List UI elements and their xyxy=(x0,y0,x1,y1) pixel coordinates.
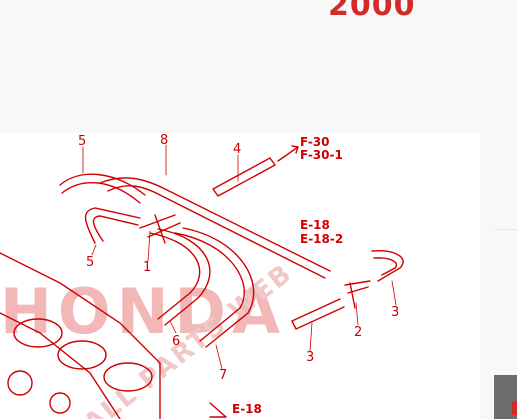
label-1: 1 xyxy=(143,260,151,275)
label-6: 6 xyxy=(172,334,180,349)
ref-f30: F-30 xyxy=(300,135,330,149)
label-2: 2 xyxy=(354,325,362,340)
hose-7 xyxy=(174,232,245,342)
hose-6-outline xyxy=(157,228,211,326)
label-8: 8 xyxy=(160,133,168,148)
hose-4 xyxy=(212,157,276,197)
hose-5-lower-outline xyxy=(92,215,139,242)
ref-f30-1: F-30-1 xyxy=(300,148,343,162)
arrow-e18-bottom xyxy=(209,402,227,418)
joint-2 xyxy=(344,280,371,309)
hose-5-lower xyxy=(84,207,141,244)
hose-7-outline xyxy=(182,227,255,348)
label-3-bottom: 3 xyxy=(306,350,314,365)
thumbnail-image[interactable] xyxy=(494,375,517,419)
honda-watermark: HONDA xyxy=(0,275,286,348)
label-7: 7 xyxy=(219,368,227,383)
hose-8 xyxy=(99,177,331,272)
throttle-part-1 xyxy=(7,370,33,396)
arrow-f30-head xyxy=(291,145,299,154)
throttle-bore-2 xyxy=(57,340,107,370)
sidebar-divider xyxy=(494,229,517,230)
hose-3-lower xyxy=(291,298,345,330)
arrow-f30 xyxy=(277,146,299,162)
hose-e18-outline xyxy=(373,257,398,276)
label-3-right: 3 xyxy=(391,305,399,320)
throttle-part-2 xyxy=(49,392,71,414)
hose-8-outline xyxy=(107,185,326,279)
hose-e18 xyxy=(371,250,404,282)
label-5-upper: 5 xyxy=(78,134,86,149)
hose-5-upper-outline xyxy=(61,181,141,204)
label-4: 4 xyxy=(233,142,241,157)
exploded-view-svg: HONDA ALL PARTS WEB xyxy=(0,133,404,419)
label-5-lower: 5 xyxy=(86,255,94,270)
hose-6 xyxy=(149,232,201,320)
throttle-bore-1 xyxy=(13,318,63,348)
hose-5-upper xyxy=(59,173,146,196)
year-heading: 2000 xyxy=(328,0,416,23)
ref-e18-2: E-18-2 xyxy=(300,232,343,246)
ref-e18: E-18 xyxy=(300,218,330,232)
leader-lines xyxy=(82,144,397,370)
throttle-bore-3 xyxy=(103,362,153,392)
parts-diagram: HONDA ALL PARTS WEB xyxy=(0,133,480,419)
ref-e18-bottom: E-18 xyxy=(232,402,262,416)
